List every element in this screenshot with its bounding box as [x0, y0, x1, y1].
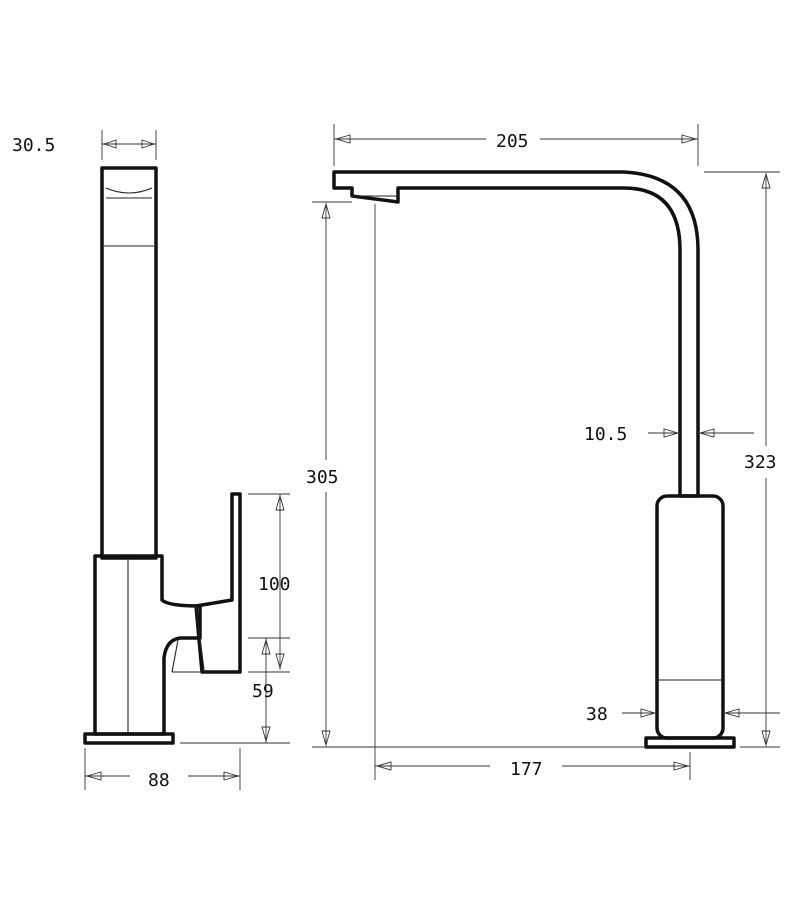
- dim-label-spout-thickness: 10.5: [584, 424, 627, 445]
- side-view: [83, 166, 242, 745]
- dim-label-handle-base-height: 59: [252, 681, 274, 702]
- front-view: [332, 170, 736, 749]
- front-dimensions: 205 305 323 10.5 38: [306, 124, 780, 780]
- dim-label-body-width: 38: [586, 704, 608, 725]
- dim-label-handle-height: 100: [258, 574, 291, 595]
- dim-label-base-width: 88: [148, 770, 170, 791]
- front-spout: [332, 170, 700, 498]
- dim-label-centre-to-outlet: 177: [510, 759, 543, 780]
- side-spout-column: [100, 166, 158, 560]
- dim-label-side-width: 30.5: [12, 135, 55, 156]
- front-body: [655, 494, 725, 740]
- front-base-plate: [644, 736, 736, 749]
- side-body: [93, 554, 202, 736]
- side-dimensions: 30.5 100 59 88: [12, 130, 291, 791]
- dim-label-spout-height: 305: [306, 467, 339, 488]
- side-outlet-curve: [105, 187, 153, 194]
- side-handle: [194, 492, 242, 674]
- side-base-plate: [83, 732, 175, 745]
- dim-label-total-height: 323: [744, 452, 777, 473]
- dim-label-spout-reach: 205: [496, 131, 529, 152]
